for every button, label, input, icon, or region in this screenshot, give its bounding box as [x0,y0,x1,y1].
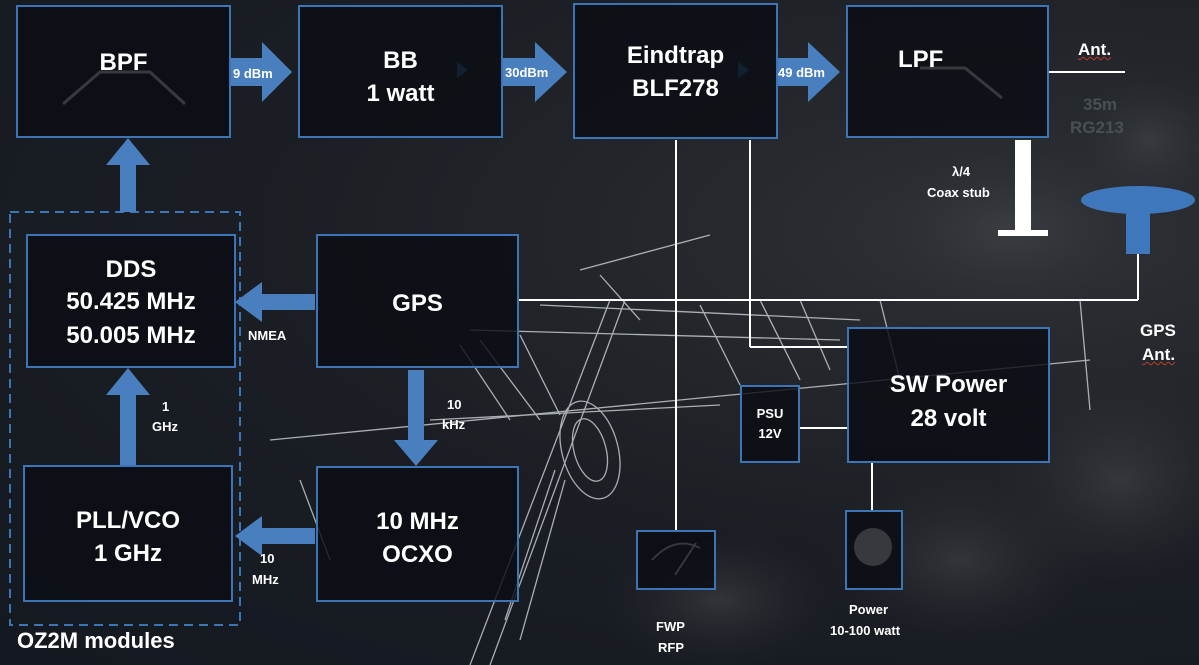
sw-power-title: SW Power [889,371,1008,398]
coax-length-label: 35m [1083,95,1118,114]
pll-title: PLL/VCO [75,507,180,534]
bb-block: BB 1 watt [298,5,503,138]
sw-power-voltage: 28 volt [910,405,987,432]
eindtrap-block: Eindtrap BLF278 [573,3,778,139]
fwp-label: FWP [656,619,685,634]
gps-ant-label: Ant. [1142,345,1176,364]
eindtrap-title: Eindtrap [626,42,725,69]
arrow-label-49dbm: 49 dBm [778,65,825,80]
dds-freq-2: 50.005 MHz [66,322,196,349]
bpf-block: BPF [16,5,231,138]
eindtrap-part: BLF278 [632,75,719,102]
pll-block: PLL/VCO 1 GHz [23,465,233,602]
khz-label-value: 10 [447,397,462,412]
ocxo-block: 10 MHz OCXO [316,466,519,602]
bb-power: 1 watt [366,80,435,107]
gps-antenna-symbol [1081,186,1195,254]
power-range-label: 10-100 watt [830,623,901,638]
meter-block [636,530,716,590]
mhz-label-unit: MHz [252,572,279,587]
power-switch-block [845,510,903,590]
ocxo-type: OCXO [382,541,453,568]
lpf-block: LPF [846,5,1049,138]
psu-voltage: 12V [758,426,782,441]
dds-block: DDS 50.425 MHz 50.005 MHz [26,234,236,368]
connection-lines [519,71,1139,530]
dds-title: DDS [105,256,157,283]
gps-ant-title: GPS [1140,321,1176,340]
mhz-label-value: 10 [260,551,275,566]
rfp-label: RFP [658,640,684,655]
modules-label: OZ2M modules [17,628,175,653]
khz-label-unit: kHz [442,417,466,432]
ocxo-title: 10 MHz [376,508,459,535]
lpf-label: LPF [898,46,944,73]
sw-power-block: SW Power 28 volt [847,327,1050,463]
coax-stub-symbol [998,140,1048,236]
modules-outline [9,211,241,626]
nmea-label: NMEA [248,328,287,343]
arrow-label-9dbm: 9 dBm [233,66,273,81]
dds-freq-1: 50.425 MHz [66,288,196,315]
power-label: Power [849,602,889,617]
stub-label: λ/4 [952,164,971,179]
arrow-label-30dbm: 30dBm [505,65,549,80]
coax-type-label: RG213 [1070,118,1124,137]
gps-block: GPS [316,234,519,368]
flow-arrows [106,42,840,556]
pll-freq: 1 GHz [93,540,162,567]
psu-block: PSU 12V [740,385,800,463]
stub-type-label: Coax stub [927,185,990,200]
antenna-label: Ant. [1078,40,1112,59]
ghz-label-unit: GHz [152,419,178,434]
bb-title: BB [383,47,418,74]
bpf-label: BPF [99,49,148,76]
ghz-label-value: 1 [162,399,170,414]
gps-label: GPS [392,290,443,317]
psu-title: PSU [756,406,784,421]
